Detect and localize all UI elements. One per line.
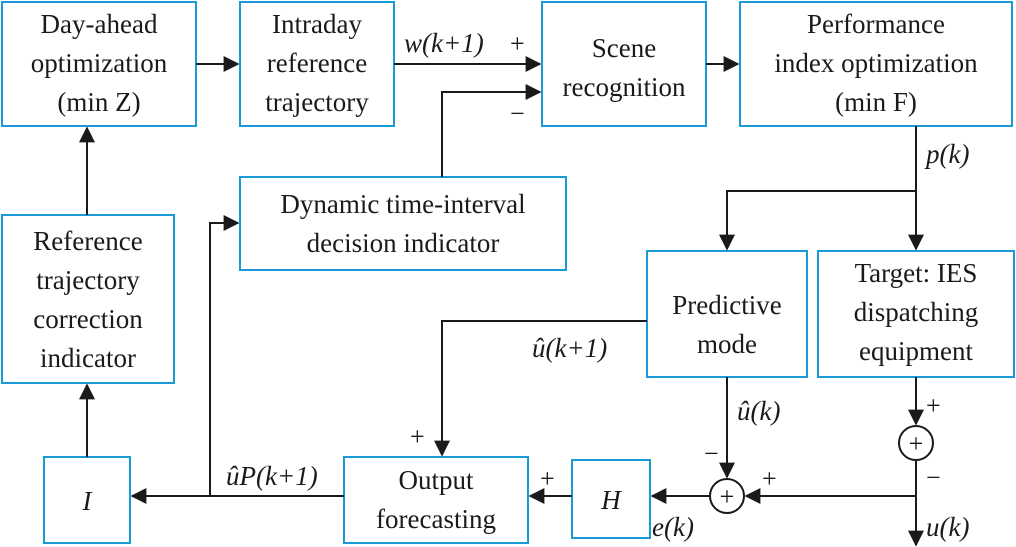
output-sum-minus-sign: − xyxy=(926,463,941,492)
dynamic-line-2: decision indicator xyxy=(307,228,500,258)
intraday-reference-trajectory-block: Intraday reference trajectory xyxy=(239,1,395,127)
output-line-1: Output xyxy=(398,465,474,495)
dynamic-time-interval-block: Dynamic time-interval decision indicator xyxy=(239,176,567,271)
target-line-1: Target: IES xyxy=(855,258,978,288)
predictive-line-1: Predictive xyxy=(672,290,781,320)
performance-line-2: index optimization xyxy=(774,48,978,78)
i-block-label: I xyxy=(82,486,94,516)
scene-line-2: recognition xyxy=(563,72,686,102)
signal-u-hat-p-label: ûP(k+1) xyxy=(226,461,318,491)
intraday-line-1: Intraday xyxy=(272,9,362,39)
intraday-line-2: reference xyxy=(267,48,367,78)
signal-u-label: u(k) xyxy=(926,512,969,542)
dynamic-line-1: Dynamic time-interval xyxy=(280,189,525,219)
signal-e-label: e(k) xyxy=(652,512,694,542)
scene-minus-sign: − xyxy=(510,99,525,128)
output-to-dynamic-arrow xyxy=(209,215,240,496)
error-sum-symbol: + xyxy=(720,482,735,511)
signal-u-hat-label: û(k) xyxy=(737,396,780,426)
correction-line-1: Reference xyxy=(33,226,142,256)
output-sum-plus-sign: + xyxy=(926,391,941,420)
signal-p-label: p(k) xyxy=(924,139,969,169)
correction-line-2: trajectory xyxy=(36,265,140,295)
output-forecasting-block: Output forecasting xyxy=(343,456,529,544)
scene-plus-sign: + xyxy=(510,29,525,58)
output-plus-top-sign: + xyxy=(410,422,425,451)
performance-to-predictive-arrow xyxy=(719,190,916,251)
day-ahead-line-1: Day-ahead xyxy=(41,9,158,39)
error-sum-plus-sign: + xyxy=(762,464,777,493)
correction-line-3: correction xyxy=(33,304,143,334)
target-line-3: equipment xyxy=(859,336,973,366)
performance-line-1: Performance xyxy=(807,9,945,39)
target-ies-block: Target: IES dispatching equipment xyxy=(817,250,1015,378)
day-ahead-line-2: optimization xyxy=(31,48,168,78)
signal-u-hat-next-label: û(k+1) xyxy=(532,333,607,363)
intraday-line-3: trajectory xyxy=(265,87,369,117)
output-line-2: forecasting xyxy=(376,504,496,534)
scene-recognition-block: Scene recognition xyxy=(541,1,707,127)
output-sum-symbol: + xyxy=(909,429,924,458)
predictive-to-output-arrow xyxy=(434,320,647,457)
performance-index-optimization-block: Performance index optimization (min F) xyxy=(739,1,1013,127)
signal-w-label: w(k+1) xyxy=(404,28,484,58)
predictive-line-2: mode xyxy=(697,329,757,359)
correction-line-4: indicator xyxy=(40,343,136,373)
predictive-mode-block: Predictive mode xyxy=(646,250,808,378)
error-summing-junction: + xyxy=(709,478,745,514)
day-ahead-optimization-block: Day-ahead optimization (min Z) xyxy=(1,1,197,127)
output-summing-junction: + xyxy=(898,425,934,461)
day-ahead-line-3: (min Z) xyxy=(57,87,140,117)
h-block: H xyxy=(571,459,651,539)
error-sum-minus-sign: − xyxy=(704,439,719,468)
reference-trajectory-correction-block: Reference trajectory correction indicato… xyxy=(1,214,175,384)
h-block-label: H xyxy=(600,485,622,515)
performance-line-3: (min F) xyxy=(835,87,917,117)
target-line-2: dispatching xyxy=(854,297,978,327)
dynamic-to-scene-arrow xyxy=(441,84,542,177)
output-plus-right-sign: + xyxy=(540,464,555,493)
i-block: I xyxy=(43,456,131,544)
scene-line-1: Scene xyxy=(592,33,656,63)
